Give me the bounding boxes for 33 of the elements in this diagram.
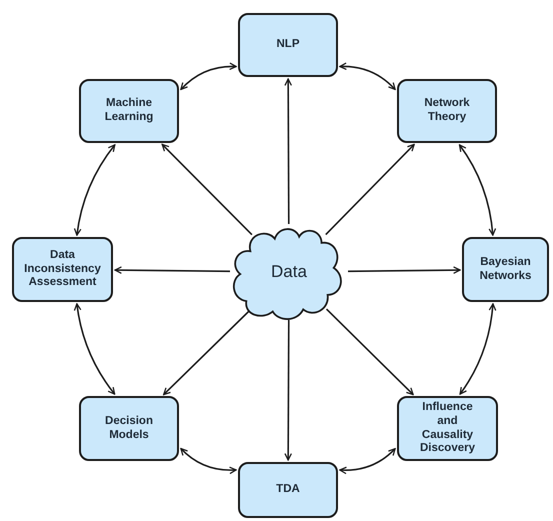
node-label: Influence and Causality Discovery [419,400,476,456]
node-label: Machine Learning [104,97,154,125]
topic-box [12,237,113,302]
topic-box [79,396,179,461]
topic-box [397,79,497,143]
arrow [326,308,414,396]
node-label: Bayesian Networks [478,256,532,284]
node-label: TDA [276,483,300,497]
arrow [74,144,116,236]
node-label: Network Theory [423,97,471,125]
node-label: Decision Models [104,414,154,442]
arrow [114,266,230,274]
topic-box [238,13,338,77]
arrow [325,144,415,236]
arrow [284,320,292,461]
arrow [180,62,237,90]
arrow [348,266,461,274]
node-label: Data Inconsistency Assessment [24,248,101,290]
arrow [162,144,252,236]
arrow [459,303,496,395]
arrow [339,62,396,90]
arrow [74,303,116,395]
topic-box [79,79,179,143]
topic-box [238,462,338,518]
topic-box [462,237,549,302]
node-label: Data [271,262,307,282]
arrow [180,448,237,474]
arrow [458,144,496,236]
arrow [163,308,252,396]
arrow [284,78,292,224]
topic-box [397,396,498,461]
arrow [339,448,396,474]
node-label: NLP [276,38,300,52]
